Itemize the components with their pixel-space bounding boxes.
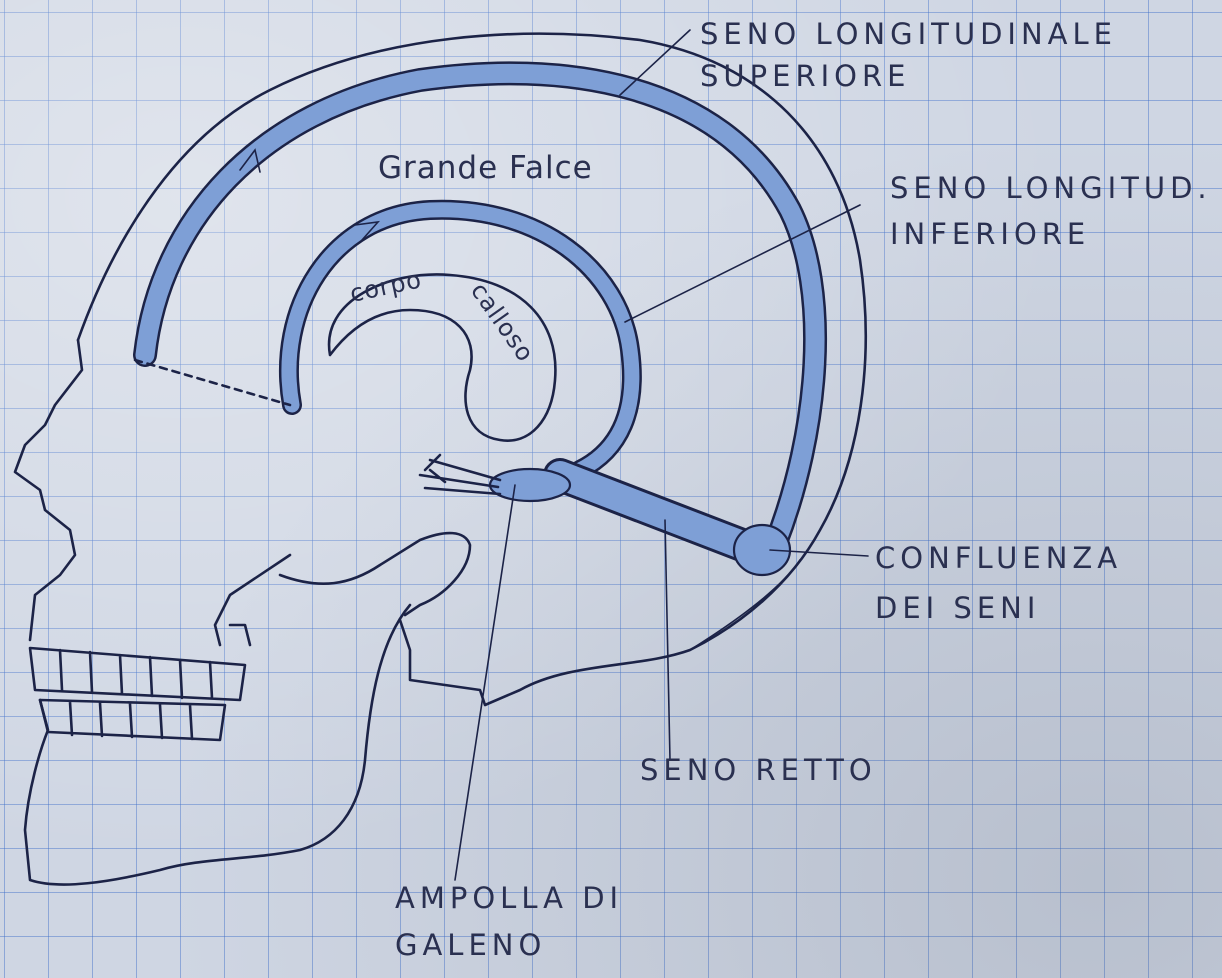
- mandible-outline: [25, 605, 410, 885]
- straight-sinus-fill: [560, 475, 755, 550]
- inferior-sagittal-sinus-fill: [289, 210, 632, 470]
- label-seno-long-inf-2: INFERIORE: [890, 217, 1090, 251]
- leader-straight: [665, 520, 670, 760]
- label-ampolla-1: AMPOLLA DI: [395, 881, 623, 915]
- zygomatic-outline: [215, 555, 290, 645]
- label-seno-long-sup-1: SENO LONGITUDINALE: [700, 17, 1117, 51]
- cheekbone-outline: [280, 533, 470, 615]
- frontal-dashed-line: [135, 360, 290, 405]
- great-cerebral-vein: [490, 469, 570, 501]
- label-corpo: corpo: [347, 265, 424, 307]
- label-seno-long-inf-1: SENO LONGITUD.: [890, 171, 1212, 205]
- lower-teeth: [40, 700, 225, 740]
- label-grande-falce: Grande Falce: [378, 150, 593, 186]
- label-confluenza-2: DEI SENI: [875, 591, 1040, 625]
- skull-outline: [78, 34, 866, 705]
- cranial-base-line: [690, 560, 800, 650]
- label-ampolla-2: GALENO: [395, 928, 546, 962]
- leader-ampolla: [455, 485, 515, 880]
- label-calloso: calloso: [465, 277, 540, 367]
- label-seno-retto: SENO RETTO: [640, 753, 877, 787]
- upper-teeth: [30, 648, 245, 700]
- label-confluenza-1: CONFLUENZA: [875, 541, 1122, 575]
- face-profile-outline: [15, 340, 82, 640]
- galen-tributaries: [420, 455, 500, 494]
- label-seno-long-sup-2: SUPERIORE: [700, 59, 910, 93]
